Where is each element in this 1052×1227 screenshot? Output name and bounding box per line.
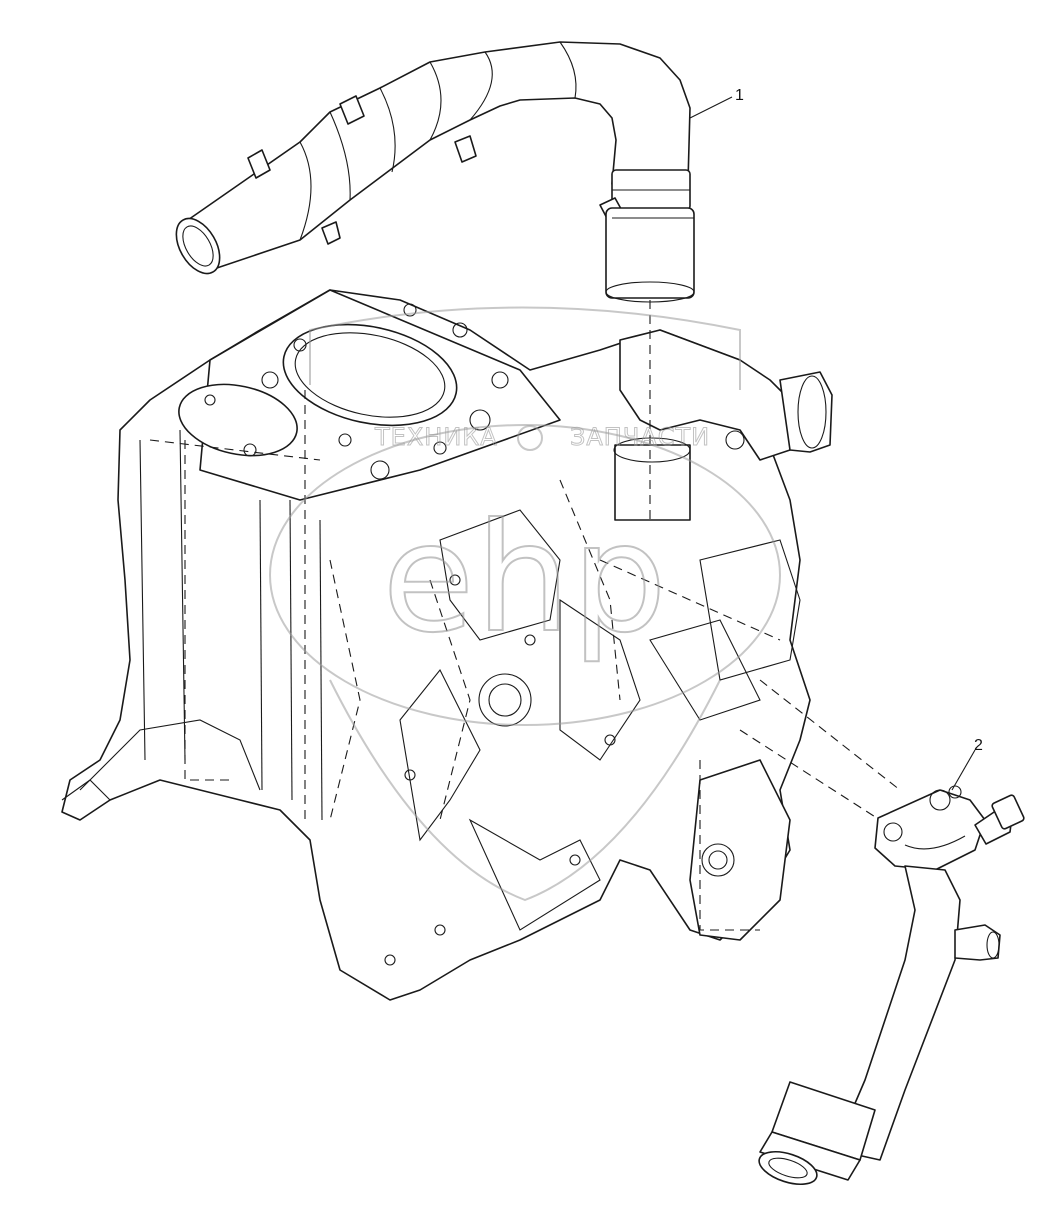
gear-icon: [517, 425, 543, 451]
watermark-text-right: ЗАПЧАСТИ: [570, 423, 710, 451]
watermark-shield-bottom: [329, 679, 721, 902]
callout-2: 2: [951, 737, 983, 791]
watermark-logo: ehp: [382, 492, 668, 666]
assembly-lines: [149, 300, 901, 931]
engine-block: [61, 289, 833, 1001]
callout-label-2: 2: [974, 737, 983, 754]
watermark-text-left: ТЕХНИКА: [374, 423, 498, 451]
watermark-shield: [309, 306, 741, 390]
watermark: ТЕХНИКА ЗАПЧАСТИ ehp: [269, 306, 781, 902]
part-2-coolant-pipe: [758, 785, 1025, 1186]
callout-1: 1: [689, 87, 744, 119]
watermark-oval: [269, 424, 781, 726]
part-1-coolant-hose: [175, 41, 695, 303]
callout-label-1: 1: [735, 87, 744, 104]
